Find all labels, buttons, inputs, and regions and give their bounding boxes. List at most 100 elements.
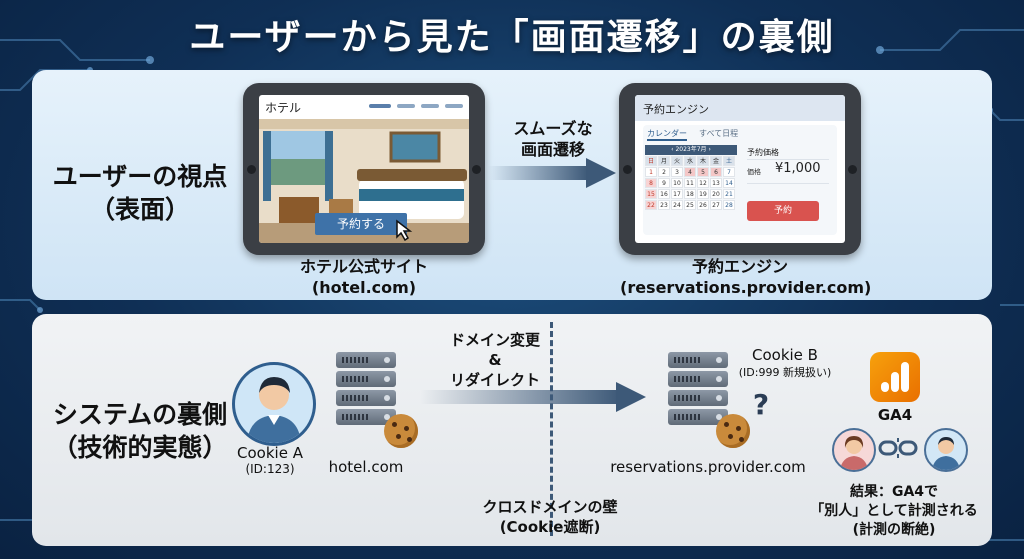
calendar-day[interactable]: 26 [697, 200, 709, 210]
calendar-day[interactable]: 6 [710, 167, 722, 177]
user-female-icon [832, 428, 876, 472]
hotel-server-icon [336, 352, 396, 428]
calendar-month-label: 2023年7月 [675, 146, 707, 153]
cross-domain-wall [550, 322, 553, 536]
calendar-day[interactable]: 22 [645, 200, 657, 210]
cookie-b-label: Cookie B (ID:999 新規扱い) [730, 346, 840, 380]
calendar-day[interactable]: 24 [671, 200, 683, 210]
tab-all-dates[interactable]: すべて日程 [699, 129, 739, 138]
ga4-icon [870, 352, 920, 402]
price-value: ¥1,000 [775, 161, 821, 176]
calendar-day[interactable]: 2 [658, 167, 670, 177]
calendar-day[interactable]: 3 [671, 167, 683, 177]
reservation-header: 予約エンジン [635, 95, 845, 121]
price-row-label: 価格 [747, 168, 761, 176]
cookie-b-icon [716, 414, 750, 448]
calendar-day[interactable]: 16 [658, 189, 670, 199]
calendar-day[interactable]: 23 [658, 200, 670, 210]
result-line2: 「別人」として計測される [810, 503, 978, 519]
calendar-day[interactable]: 4 [684, 167, 696, 177]
cookie-a-name: Cookie A [237, 444, 303, 462]
hotel-book-button[interactable]: 予約する [315, 213, 407, 235]
calendar-day[interactable]: 15 [645, 189, 657, 199]
cookie-a-id: (ID:123) [245, 462, 295, 476]
calendar-day[interactable]: 11 [684, 178, 696, 188]
calendar-day[interactable]: 12 [697, 178, 709, 188]
result-text: 結果：GA4で 「別人」として計測される (計測の断絶) [796, 483, 992, 540]
calendar-day[interactable]: 7 [723, 167, 735, 177]
cookie-a-icon [384, 414, 418, 448]
wall-label-line2: (Cookie遮断) [499, 518, 601, 536]
reservation-engine-title: 予約エンジン [643, 103, 709, 116]
reservation-caption-line2: (reservations.provider.com) [620, 278, 872, 297]
result-line3: (計測の断絶) [852, 522, 936, 538]
user-avatar-icon [232, 362, 316, 446]
calendar-day[interactable]: 5 [697, 167, 709, 177]
reservation-caption: 予約エンジン (reservations.provider.com) [620, 256, 872, 298]
smooth-transition-line2: 画面遷移 [520, 140, 585, 159]
provider-server-icon [668, 352, 728, 428]
user-view-title: ユーザーの視点 （表面） [40, 160, 240, 226]
calendar-day[interactable]: 20 [710, 189, 722, 199]
ga4-label: GA4 [877, 406, 913, 424]
calendar-day[interactable]: 10 [671, 178, 683, 188]
system-view-title-line2: （技術的実態） [52, 433, 228, 462]
calendar-day[interactable]: 17 [671, 189, 683, 199]
cookie-a-label: Cookie A (ID:123) [220, 444, 320, 476]
redirect-label-line3: リダイレクト [449, 371, 540, 389]
user-male-icon [924, 428, 968, 472]
hotel-screen: ホテル 予約する [259, 95, 469, 243]
hotel-caption: ホテル公式サイト (hotel.com) [264, 256, 464, 298]
top-arrow [488, 158, 616, 188]
calendar-day[interactable]: 14 [723, 178, 735, 188]
hotel-caption-line2: (hotel.com) [311, 278, 417, 297]
calendar-day[interactable]: 27 [710, 200, 722, 210]
calendar-day[interactable]: 1 [645, 167, 657, 177]
redirect-label-line1: ドメイン変更 [449, 331, 540, 349]
system-view-panel [32, 314, 992, 546]
calendar-weekday: 金 [710, 156, 722, 166]
redirect-label-line2: & [488, 351, 502, 369]
tablet-home-button [472, 165, 481, 174]
result-line1: 結果：GA4で [849, 484, 939, 500]
calendar-day[interactable]: 21 [723, 189, 735, 199]
wall-label: クロスドメインの壁 (Cookie遮断) [470, 497, 630, 537]
tablet-home-button [848, 165, 857, 174]
calendar-day[interactable]: 19 [697, 189, 709, 199]
smooth-transition-label: スムーズな 画面遷移 [488, 118, 618, 160]
reservation-caption-line1: 予約エンジン [691, 257, 788, 276]
hotel-header: ホテル [259, 95, 469, 119]
calendar-day[interactable]: 25 [684, 200, 696, 210]
broken-link-icon [878, 438, 918, 458]
system-view-title-line1: システムの裏側 [52, 400, 228, 429]
question-mark-icon: ? [752, 388, 770, 421]
price-label: 予約価格 [747, 148, 779, 157]
redirect-label: ドメイン変更 & リダイレクト [430, 330, 560, 390]
price-divider [747, 183, 829, 184]
calendar-day[interactable]: 13 [710, 178, 722, 188]
tablet-camera [623, 165, 632, 174]
reservation-tabs: カレンダー すべて日程 [647, 128, 738, 141]
calendar-day[interactable]: 18 [684, 189, 696, 199]
smooth-transition-line1: スムーズな [513, 119, 593, 138]
tab-calendar[interactable]: カレンダー [647, 128, 687, 141]
provider-server-label: reservations.provider.com [610, 458, 806, 476]
calendar-day[interactable]: 8 [645, 178, 657, 188]
calendar-weekday: 土 [723, 156, 735, 166]
cookie-b-name: Cookie B [752, 346, 818, 364]
tablet-camera [247, 165, 256, 174]
wall-label-line1: クロスドメインの壁 [482, 498, 618, 516]
calendar-weekday: 月 [658, 156, 670, 166]
hotel-caption-line1: ホテル公式サイト [299, 257, 428, 276]
calendar-day[interactable]: 9 [658, 178, 670, 188]
cursor-icon [396, 219, 413, 241]
user-view-title-line2: （表面） [89, 195, 190, 224]
calendar-prev-icon[interactable]: ‹ [671, 146, 674, 153]
calendar-day[interactable]: 28 [723, 200, 735, 210]
calendar-next-icon[interactable]: › [708, 146, 711, 153]
reserve-button[interactable]: 予約 [747, 201, 819, 221]
hotel-nav [369, 104, 463, 108]
